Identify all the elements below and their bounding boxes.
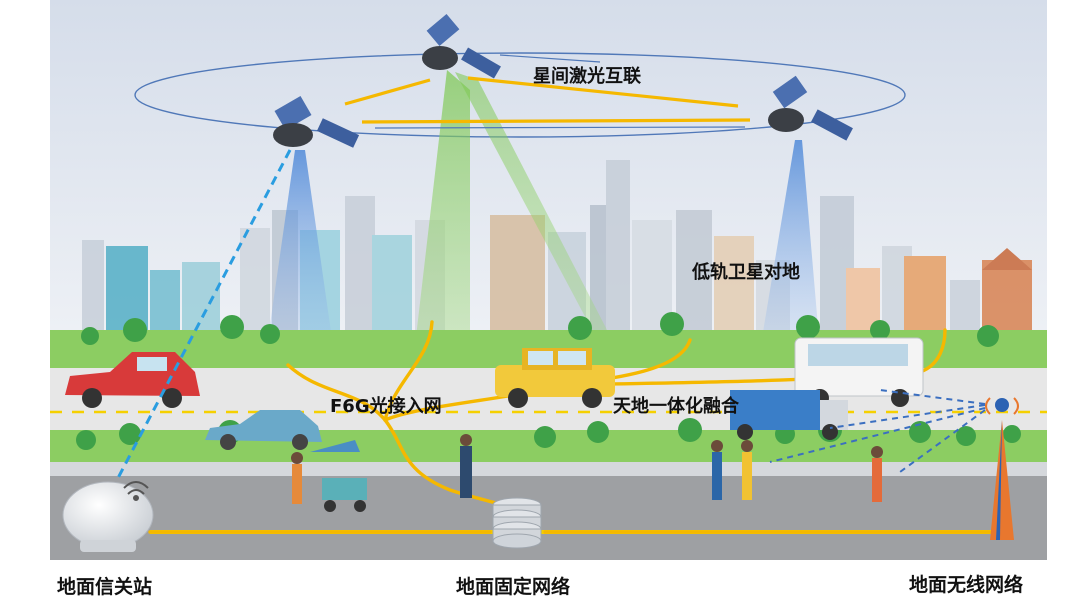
server-stack-icon — [492, 497, 542, 549]
dashed-links — [116, 149, 292, 479]
cell-tower-icon — [985, 397, 1019, 540]
city-skyline — [82, 160, 1032, 342]
leo-to-ground-label: 低轨卫星对地 — [692, 262, 800, 283]
person-icons — [291, 434, 883, 504]
blue-car-icon — [205, 410, 322, 450]
gateway-station-label: 地面信关站 — [57, 576, 153, 598]
satellite-left-icon — [273, 95, 360, 148]
beam-blue-right — [760, 140, 820, 350]
access-network-label: F6G光接入网 — [330, 396, 442, 417]
sidewalk — [50, 462, 1047, 476]
integration-label: 天地一体化融合 — [613, 396, 739, 417]
satellite-dish-icon — [62, 481, 154, 552]
laser-link-label: 星间激光互联 — [533, 66, 641, 87]
satellite-center-icon — [422, 13, 501, 79]
fixed-network-label: 地面固定网络 — [456, 576, 571, 598]
vendor-cart-icon — [310, 440, 367, 512]
wireless-dashed-links — [769, 389, 986, 473]
laser-link-arrows — [374, 54, 746, 129]
wireless-network-label: 地面无线网络 — [909, 574, 1024, 596]
orbit-path — [134, 52, 906, 138]
truck-icon — [730, 390, 848, 440]
satellite-right-icon — [768, 75, 853, 141]
lower-road — [50, 476, 1047, 560]
laser-links — [344, 76, 751, 124]
yellow-suv-icon — [495, 348, 615, 408]
red-car-icon — [65, 352, 200, 408]
beam-blue-left — [265, 150, 335, 360]
wifi-icon — [123, 481, 149, 501]
